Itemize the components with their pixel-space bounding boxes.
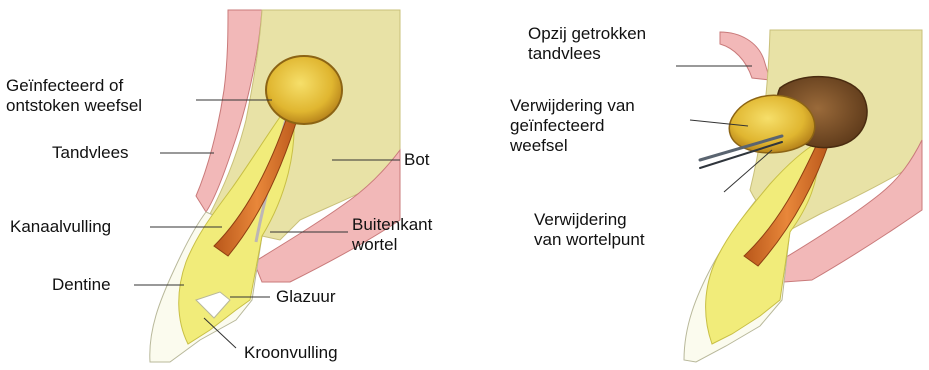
label-enamel: Glazuur (276, 287, 336, 307)
left-infected-lesion (266, 56, 342, 124)
label-gum: Tandvlees (52, 143, 129, 163)
label-retracted-gum: Opzij getrokken tandvlees (528, 24, 646, 64)
label-infected-tissue: Geïnfecteerd of ontstoken weefsel (6, 76, 142, 116)
label-removal-infected: Verwijdering van geïnfecteerd weefsel (510, 96, 635, 156)
label-canal-filling: Kanaalvulling (10, 217, 111, 237)
label-removal-root-tip: Verwijdering van wortelpunt (534, 210, 645, 250)
right-tooth-illustration (684, 30, 922, 362)
label-root-outside: Buitenkant wortel (352, 215, 432, 255)
left-tooth-illustration (150, 10, 400, 362)
label-dentine: Dentine (52, 275, 111, 295)
right-gum-flap (720, 32, 770, 80)
label-crown-filling: Kroonvulling (244, 343, 338, 363)
label-bone: Bot (404, 150, 430, 170)
